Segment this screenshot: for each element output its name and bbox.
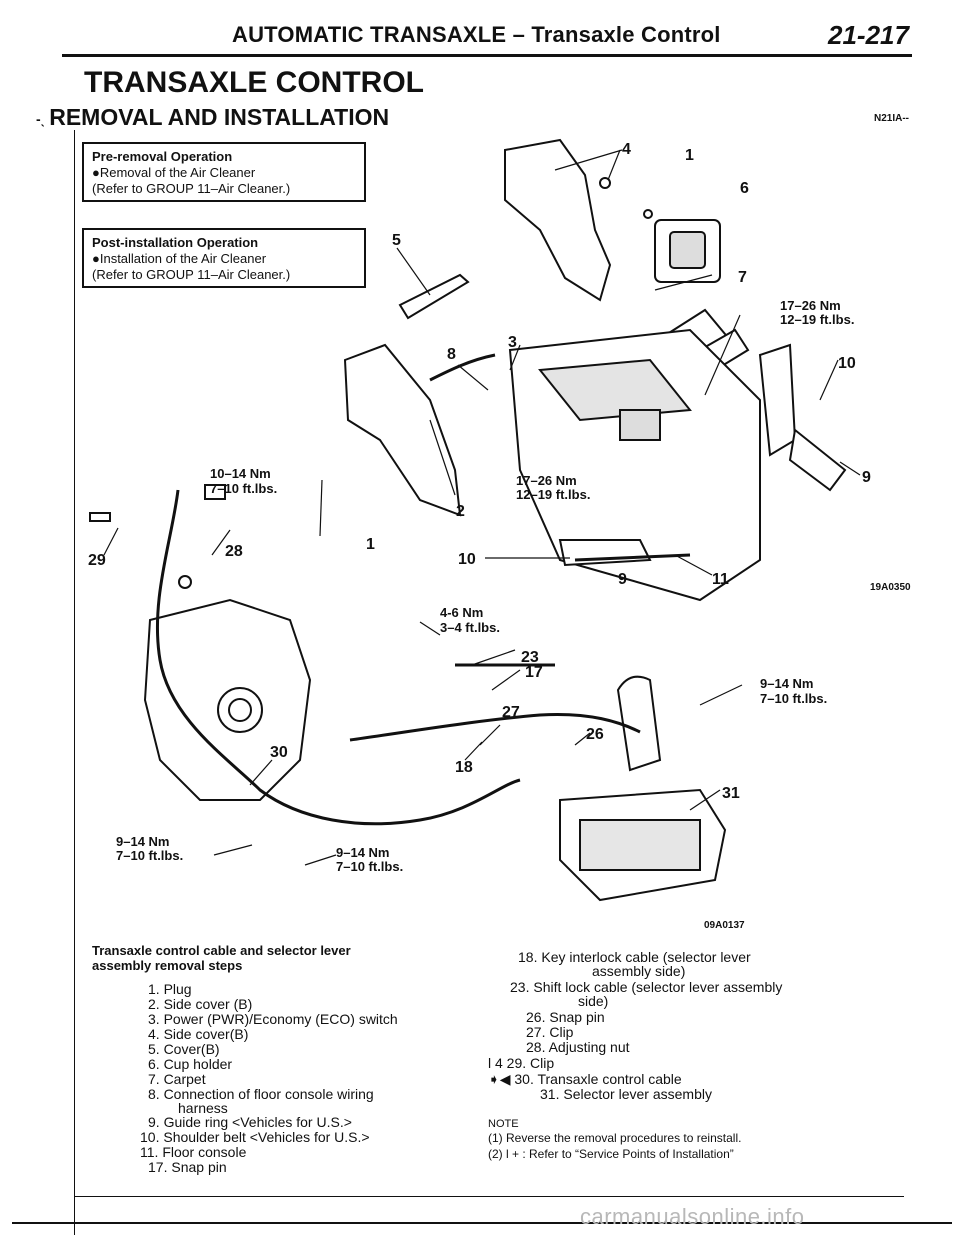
page-number: 21-217	[828, 20, 909, 50]
torque-4-6-ft: 3–4 ft.lbs.	[440, 620, 500, 635]
callout-7: 7	[738, 269, 747, 286]
step-left-item: 3. Power (PWR)/Economy (ECO) switch	[148, 1011, 398, 1027]
step-right-item: 18. Key interlock cable (selector lever	[518, 949, 751, 965]
callout-23: 23	[521, 649, 539, 666]
torque-9-14-left-nm: 9–14 Nm	[116, 834, 169, 849]
pre-removal-line2: (Refer to GROUP 11–Air Cleaner.)	[92, 181, 291, 196]
figure-id-top: 19A0350	[870, 582, 911, 593]
callout-18: 18	[455, 759, 473, 776]
callout-8: 8	[447, 346, 456, 363]
shift-lock-cable	[349, 712, 641, 742]
note-line1: (1) Reverse the removal procedures to re…	[488, 1131, 742, 1145]
footer-rule	[74, 1196, 904, 1197]
cover-b-part	[398, 273, 470, 320]
step-left-item: 11. Floor console	[140, 1144, 247, 1160]
subsection-title: -ˎ REMOVAL AND INSTALLATION	[36, 104, 390, 130]
section-title: TRANSAXLE CONTROL	[84, 66, 424, 99]
shoulder-belt-part	[758, 343, 797, 457]
bottom-rule	[12, 1222, 952, 1224]
callout-30: 30	[270, 744, 288, 761]
figure-id-bottom: 09A0137	[704, 920, 745, 931]
step-right-item: 27. Clip	[526, 1024, 574, 1040]
callout-29: 29	[88, 552, 106, 569]
side-cover-left-part	[343, 343, 462, 517]
torque-17-26-mid-ft: 12–19 ft.lbs.	[516, 487, 590, 502]
torque-17-26-top-nm: 17–26 Nm	[780, 298, 841, 313]
callout-5: 5	[392, 232, 401, 249]
callout-4: 4	[622, 141, 631, 158]
step-left-item: 7. Carpet	[148, 1071, 206, 1087]
step-right-item: 23. Shift lock cable (selector lever ass…	[510, 979, 783, 995]
step-left-item: 10. Shoulder belt <Vehicles for U.S.>	[140, 1129, 370, 1145]
callout-28: 28	[225, 543, 243, 560]
step-left-item: 17. Snap pin	[148, 1159, 227, 1175]
left-margin-rule	[74, 130, 75, 1235]
step-left-item: 1. Plug	[148, 981, 192, 997]
header-title: AUTOMATIC TRANSAXLE – Transaxle Control	[232, 22, 721, 47]
callout-1-top: 1	[685, 147, 694, 164]
pre-removal-box: Pre-removal Operation ●Removal of the Ai…	[82, 142, 366, 202]
torque-9-14-center-nm: 9–14 Nm	[336, 845, 389, 860]
callout-11: 11	[712, 571, 729, 588]
callout-9-mid: 9	[618, 571, 627, 588]
callout-3: 3	[508, 334, 517, 351]
torque-9-14-left-ft: 7–10 ft.lbs.	[116, 848, 183, 863]
callout-10-top: 10	[838, 355, 856, 372]
step-left-item: 4. Side cover(B)	[148, 1026, 249, 1042]
step-right-item: 28. Adjusting nut	[526, 1039, 630, 1055]
callout-1-mid: 1	[366, 536, 375, 553]
callout-26: 26	[586, 726, 604, 743]
callout-10-mid: 10	[458, 551, 476, 568]
step-left-item: 5. Cover(B)	[148, 1041, 220, 1057]
step-left-item: harness	[178, 1100, 228, 1116]
step-left-item: 8. Connection of floor console wiring	[148, 1086, 374, 1102]
post-installation-line2: (Refer to GROUP 11–Air Cleaner.)	[92, 267, 291, 282]
torque-10-14-ft: 7–10 ft.lbs.	[210, 481, 277, 496]
transaxle-control-cable	[156, 489, 521, 826]
post-installation-box: Post-installation Operation ●Installatio…	[82, 228, 366, 288]
callout-31: 31	[722, 785, 740, 802]
watermark: carmanualsonline.info	[580, 1204, 805, 1229]
side-cover-b-part	[504, 138, 612, 302]
step-right-item: side)	[578, 993, 609, 1009]
note-title: NOTE	[488, 1118, 519, 1130]
header-rule	[62, 54, 912, 57]
callout-2: 2	[456, 503, 465, 520]
callout-9-top: 9	[862, 469, 871, 486]
step-right-item: ➧◀ 30. Transaxle control cable	[488, 1071, 682, 1087]
step-left-item: 9. Guide ring <Vehicles for U.S.>	[148, 1114, 352, 1130]
post-installation-title: Post-installation Operation	[92, 235, 259, 250]
doc-code: N21IA--	[874, 113, 910, 124]
step-left-item: 2. Side cover (B)	[148, 996, 253, 1012]
torque-4-6-nm: 4-6 Nm	[440, 605, 483, 620]
torque-9-14-right-ft: 7–10 ft.lbs.	[760, 691, 827, 706]
exploded-diagram: 4 1 6 5 7 8 3 10 9 2 1 10 9 11 29 28 23 …	[88, 138, 911, 931]
torque-17-26-mid-nm: 17–26 Nm	[516, 473, 577, 488]
step-right-item: 31. Selector lever assembly	[540, 1086, 712, 1102]
note-line2: (2) l + : Refer to “Service Points of In…	[488, 1147, 734, 1161]
post-installation-line1: ●Installation of the Air Cleaner	[92, 251, 267, 266]
torque-17-26-top-ft: 12–19 ft.lbs.	[780, 312, 854, 327]
callout-6: 6	[740, 180, 749, 197]
dash-mark-icon: -ˎ	[36, 110, 50, 127]
selector-lever-part	[616, 675, 662, 772]
step-right-item: 26. Snap pin	[526, 1009, 605, 1025]
torque-10-14-nm: 10–14 Nm	[210, 466, 271, 481]
step-right-item: l 4 29. Clip	[488, 1055, 555, 1071]
torque-9-14-right-nm: 9–14 Nm	[760, 676, 813, 691]
callout-17: 17	[525, 664, 543, 681]
pre-removal-title: Pre-removal Operation	[92, 149, 233, 164]
callout-27: 27	[502, 704, 520, 721]
step-left-item: 6. Cup holder	[148, 1056, 233, 1072]
torque-9-14-center-ft: 7–10 ft.lbs.	[336, 859, 403, 874]
pre-removal-line1: ●Removal of the Air Cleaner	[92, 165, 256, 180]
step-right-item: assembly side)	[592, 963, 686, 979]
steps-title: Transaxle control cable and selector lev…	[92, 943, 351, 973]
